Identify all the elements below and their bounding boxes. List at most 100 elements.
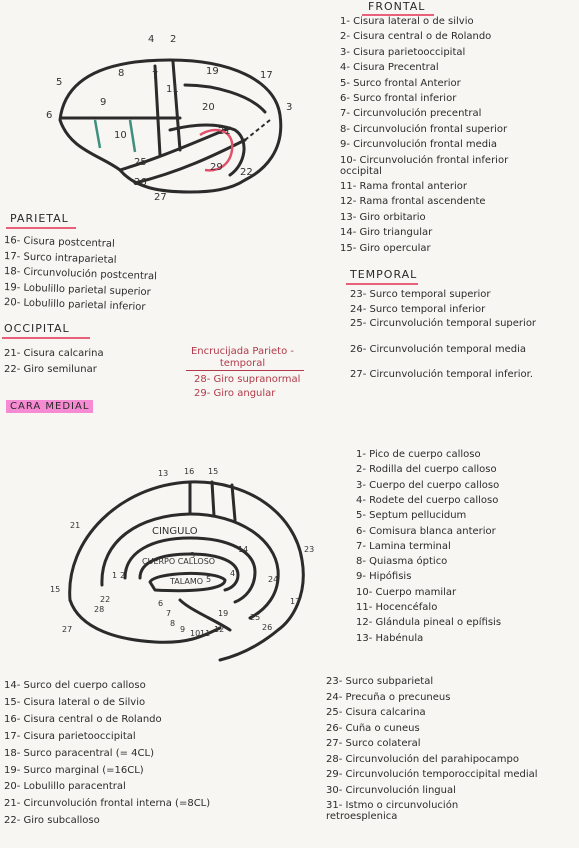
diagram-label: 25 [250, 613, 260, 622]
diagram-label: 20 [202, 102, 215, 113]
encrucijada-underline [186, 370, 304, 371]
list-item: 8- Quiasma óptico [356, 556, 448, 568]
list-item: 8- Circunvolución frontal superior [340, 123, 508, 135]
medial-outer-lower [68, 598, 222, 644]
heading-temporal: TEMPORAL [350, 268, 418, 281]
diagram-label: 15 [50, 585, 60, 594]
diagram-label: 27 [62, 625, 72, 634]
list-item: 21- Circunvolución frontal interna (=8CL… [4, 798, 211, 810]
list-item: 1- Cisura lateral o de silvio [340, 16, 474, 27]
list-item: 14- Giro triangular [340, 227, 433, 239]
list-item: 7- Circunvolución precentral [340, 108, 482, 120]
diagram-label: 26 [134, 177, 147, 188]
diagram-label: 11 [200, 629, 210, 638]
list-item: 2- Cisura central o de Rolando [340, 31, 492, 43]
list-item: 27- Circunvolución temporal inferior. [350, 369, 534, 380]
medial-outer [68, 480, 305, 662]
list-item: 22- Giro subcalloso [4, 815, 100, 827]
list-item: 11- Rama frontal anterior [340, 181, 467, 192]
list-item: 16- Cisura central o de Rolando [4, 713, 162, 725]
list-item: 21- Cisura calcarina [4, 348, 104, 359]
list-item: 15- Giro opercular [340, 242, 431, 254]
diagram-label: 29 [210, 162, 223, 173]
diagram-label: 4 [230, 569, 235, 578]
vertical-2 [210, 480, 216, 518]
list-item: 23- Surco temporal superior [350, 289, 491, 300]
diagram-label: 19 [206, 66, 219, 77]
diagram-label: 17 [290, 597, 300, 606]
diagram-label: 22 [100, 595, 110, 604]
diagram-label: 9 [100, 97, 106, 108]
list-item: 6- Comisura blanca anterior [356, 525, 496, 537]
temporal-inner [168, 123, 246, 177]
diagram-label: 9 [180, 625, 185, 634]
list-item: 23- Surco subparietal [326, 676, 434, 687]
diagram-label: 23 [304, 545, 314, 554]
list-item: 11- Hocencéfalo [356, 602, 438, 613]
heading-occipital: OCCIPITAL [4, 322, 70, 335]
diagram-label: 21 [218, 126, 231, 137]
dashed-line [244, 119, 271, 141]
list-item: 25- Circunvolución temporal superior [350, 318, 537, 329]
temporal-band-2 [133, 138, 247, 185]
list-item: 17- Surco intraparietal [3, 250, 117, 266]
diagram-label: 27 [154, 192, 167, 203]
list-item: 22- Giro semilunar [4, 364, 97, 375]
list-item: 29- Giro angular [194, 388, 276, 399]
heading-parietal-underline [6, 227, 76, 229]
list-item: 25- Cisura calcarina [326, 707, 426, 718]
diagram-label: 17 [260, 70, 273, 81]
list-item: 13- Habénula [356, 632, 424, 644]
diagram-label: 14 [238, 545, 248, 554]
diagram-label: 13 [158, 469, 168, 478]
diagram-label: 15 [208, 467, 218, 476]
list-item: 9- Hipófisis [356, 571, 412, 583]
list-item: 3- Cuerpo del cuerpo calloso [356, 479, 500, 491]
list-item: 1- Pico de cuerpo calloso [356, 449, 481, 460]
diagram-label: 8 [118, 68, 124, 79]
red-sulcus [199, 128, 234, 172]
list-item: 12- Glándula pineal o epífisis [356, 617, 502, 629]
cingulo-outer [100, 512, 280, 620]
diagram-label: 10 [114, 130, 127, 141]
list-item: 31- Istmo o circunvolución retroesplenic… [326, 800, 459, 822]
list-item: 20- Lobulillo paracentral [4, 781, 126, 793]
list-item: 6- Surco frontal inferior [340, 93, 457, 104]
central-band-2 [171, 60, 182, 152]
diagram-label: 6 [46, 110, 52, 121]
diagram-region-label: CINGULO [152, 526, 198, 537]
list-item: 19- Lobulillo parietal superior [3, 281, 151, 298]
teal-sulcus-1 [93, 119, 102, 149]
temporal-band-1 [118, 126, 232, 172]
diagram-label: 7 [166, 609, 171, 618]
list-item: 26- Cuña o cuneus [326, 722, 420, 734]
diagram-label: 5 [56, 77, 62, 88]
diagram-label: 11 [166, 84, 179, 95]
list-item: 10- Circunvolución frontal inferior occi… [340, 154, 509, 177]
list-item: 4- Rodete del cuerpo calloso [356, 494, 499, 506]
diagram-label: 16 [184, 467, 194, 476]
diagram-label: 12 [214, 625, 224, 634]
list-item: 24- Precuña o precuneus [326, 691, 451, 703]
list-item: 15- Cisura lateral o de Silvio [4, 696, 146, 708]
list-item: 10- Cuerpo mamilar [356, 586, 457, 598]
list-item: 29- Circunvolución temporoccipital media… [326, 769, 538, 780]
heading-temporal-underline [346, 283, 418, 285]
diagram-label: 22 [240, 167, 253, 178]
list-item: 7- Lamina terminal [356, 540, 451, 552]
diagram-label: 21 [70, 521, 80, 530]
list-item: 18- Circunvolución postcentral [3, 266, 158, 283]
diagram-region-label: TALAMO [169, 577, 203, 586]
brainstem [178, 598, 232, 632]
list-item: 4- Cisura Precentral [340, 62, 439, 74]
diagram-label: 10 [190, 629, 200, 638]
diagram-label: 6 [158, 599, 163, 608]
diagram-label: 28 [94, 605, 104, 614]
diagram-region-label: CUERPO CALLOSO [142, 557, 215, 566]
parietal-line [183, 83, 267, 114]
callosum-outer [123, 536, 257, 604]
diagram-label: 4 [148, 34, 154, 45]
list-item: 28- Circunvolución del parahipocampo [326, 753, 519, 765]
list-item: 12- Rama frontal ascendente [340, 196, 486, 208]
